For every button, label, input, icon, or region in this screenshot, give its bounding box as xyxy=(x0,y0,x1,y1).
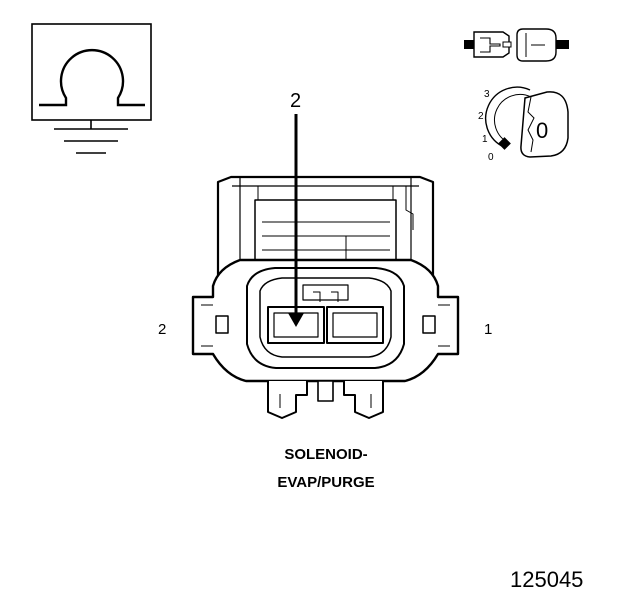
component-name-line2: EVAP/PURGE xyxy=(277,474,374,491)
key-position-1: 1 xyxy=(482,134,488,145)
callout-label: 2 xyxy=(290,90,301,112)
disconnected-connector-icon xyxy=(464,28,569,62)
callout-arrow xyxy=(288,114,304,327)
figure-code: 125045 xyxy=(510,567,583,592)
pin-label-left: 2 xyxy=(158,321,166,338)
ignition-key-icon: 3 2 1 0 0 xyxy=(478,86,569,163)
component-name-line1: SOLENOID- xyxy=(284,446,367,463)
key-position-0: 0 xyxy=(488,152,494,163)
key-position-2: 2 xyxy=(478,111,484,122)
connector-body xyxy=(191,175,460,419)
pin-label-right: 1 xyxy=(484,321,492,338)
ohm-meter-ground-icon xyxy=(31,23,152,154)
key-position-3: 3 xyxy=(484,89,490,100)
key-label: 0 xyxy=(536,118,548,143)
